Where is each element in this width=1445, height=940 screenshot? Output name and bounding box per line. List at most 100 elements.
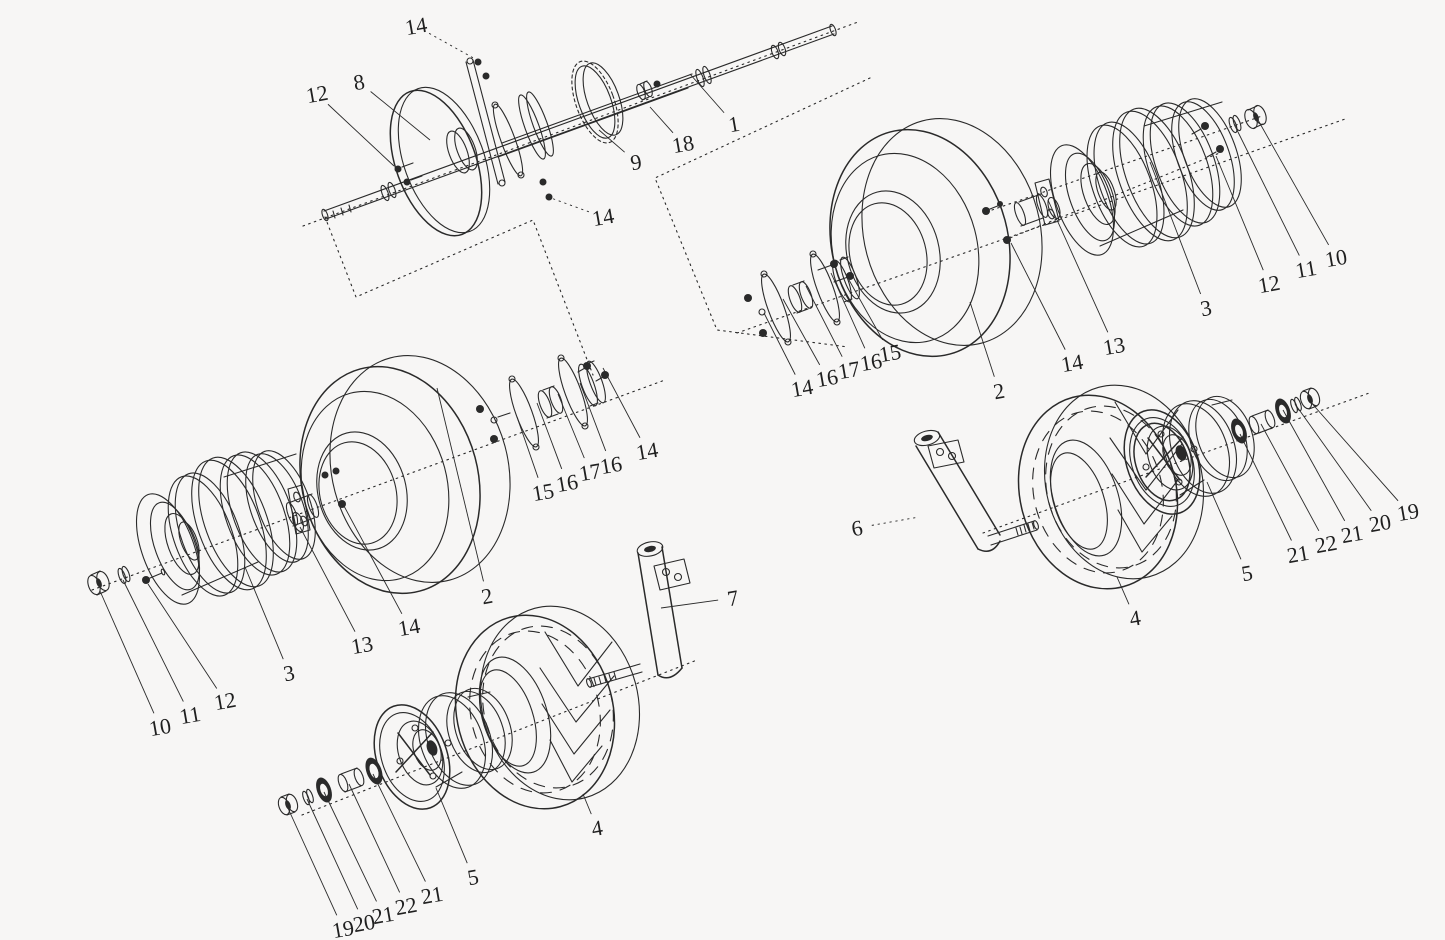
callout-label-14-7: 14 [789,374,815,402]
brake-disc-8 [389,86,491,237]
rear-wheel-assembly-left [87,354,666,605]
rear-wheel-assembly-right [736,98,1349,358]
bearing-21 [1231,418,1247,444]
callout-leader-13-14 [1047,199,1109,333]
knobby-tire-4 [1017,384,1205,590]
callout-label-8-1: 8 [351,69,366,96]
tire-2 [829,118,1043,358]
callout-leader-21-42 [1239,433,1292,541]
axle-hub-flange [491,91,554,179]
phantom-lines [324,77,871,376]
front-wheel-assembly-right [913,384,1373,590]
callout-label-21-42: 21 [1285,540,1311,568]
callout-label-11-17: 11 [1293,255,1318,283]
callout-label-3-22: 3 [281,660,296,687]
callout-label-15-26: 15 [530,478,556,506]
bolt-12 [142,568,166,584]
callout-leader-14-6 [550,197,590,213]
front-wheel-assembly-left [277,541,698,816]
stub-bolts [982,201,1011,244]
callout-leader-22-43 [1260,423,1320,532]
axle-stub-and-bracket [1013,178,1060,227]
wheel-centerline [301,659,698,816]
callout-label-10-18: 10 [1323,244,1349,272]
callout-leader-14-7 [763,312,796,375]
callout-leader-3-22 [244,566,284,660]
flange-link-plate [465,57,506,187]
nut-10 [1244,104,1267,130]
callout-leader-12-21 [147,583,218,689]
callout-label-14-0: 14 [403,12,429,40]
callout-label-13-23: 13 [349,631,375,659]
callout-label-12-2: 12 [304,80,330,108]
callout-leader-6-39 [871,516,920,526]
callout-label-22-43: 22 [1313,530,1339,558]
callout-label-16-8: 16 [814,364,840,392]
callout-label-11-20: 11 [177,701,202,729]
callout-label-2-12: 2 [991,378,1006,405]
callout-label-12-16: 12 [1256,270,1282,298]
callout-leader-15-11 [848,279,884,341]
hub-assembly-15-16-17 [476,354,609,451]
callout-leader-19-31 [286,805,338,916]
nut-10 [87,570,110,596]
nut-19 [277,793,299,816]
callout-leader-13-23 [299,526,356,632]
callout-leader-2-25 [436,387,484,582]
spindle-shaft [987,520,1039,546]
callout-label-2-25: 2 [479,583,494,610]
callout-leader-20-45 [1294,403,1372,512]
callout-label-17-28: 17 [577,458,603,486]
callout-leader-21-44 [1282,409,1346,522]
callout-label-21-44: 21 [1339,520,1365,548]
callout-label-14-30: 14 [634,437,660,465]
callout-label-16-10: 16 [858,348,884,376]
steering-knuckle-7 [586,541,691,688]
rear-axle-assembly [302,21,859,237]
callout-leader-1-5 [689,73,725,114]
callout-leader-9-3 [598,129,625,153]
callout-label-4-37: 4 [589,815,604,842]
nut-19 [1299,387,1321,410]
callout-label-5-36: 5 [465,864,480,891]
callout-leader-11-17 [1235,127,1300,256]
callout-leader-4-37 [582,793,592,815]
callout-label-6-39: 6 [849,515,864,542]
sprocket-9 [571,60,624,144]
callout-leader-16-10 [830,272,866,349]
callout-leader-11-20 [122,579,184,702]
callout-label-20-45: 20 [1367,509,1393,537]
callout-leader-19-46 [1307,398,1399,502]
callout-leader-8-1 [370,91,431,141]
callout-leader-16-8 [782,298,821,366]
callout-label-19-46: 19 [1395,498,1421,526]
callout-label-9-3: 9 [628,149,643,176]
callout-label-14-6: 14 [590,203,616,231]
callout-leader-17-28 [557,393,585,459]
callout-label-21-33: 21 [370,901,396,929]
callout-leader-18-4 [649,106,674,134]
callout-label-12-21: 12 [212,687,238,715]
callout-label-17-9: 17 [836,356,862,384]
callout-label-16-27: 16 [554,469,580,497]
axle-centerline [302,21,859,227]
tire-2 [299,355,511,595]
spacer-22 [337,767,365,793]
callout-label-5-41: 5 [1239,560,1254,587]
callout-leader-16-29 [579,382,607,452]
callout-leader-3-15 [1149,161,1202,295]
callout-leader-16-27 [536,402,563,470]
callout-label-18-4: 18 [670,130,696,158]
bracket-18 [636,80,661,101]
callout-label-19-31: 19 [330,915,356,940]
callout-label-15-11: 15 [877,339,903,367]
callout-leader-14-24 [343,505,403,614]
callout-leader-7-38 [660,599,719,609]
washer-20 [302,788,314,806]
callout-leader-15-26 [516,416,539,478]
callout-leader-12-16 [1215,155,1264,271]
callout-label-10-19: 10 [147,713,173,741]
